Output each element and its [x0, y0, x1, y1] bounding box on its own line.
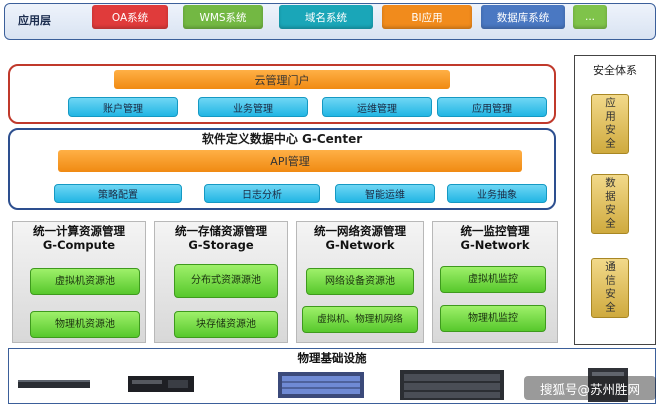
hardware-images: [18, 368, 628, 402]
network-title-cn: 统一网络资源管理: [314, 224, 406, 238]
center-log-analysis[interactable]: 日志分析: [204, 184, 320, 203]
compute-title-cn: 统一计算资源管理: [33, 224, 125, 238]
security-app[interactable]: 应用安全: [591, 94, 629, 154]
app-wms-system[interactable]: WMS系统: [183, 5, 263, 29]
portal-ops-management[interactable]: 运维管理: [322, 97, 432, 117]
storage-title-en: G-Storage: [188, 238, 254, 252]
portal-app-management[interactable]: 应用管理: [437, 97, 547, 117]
storage-title: 统一存储资源管理 G-Storage: [154, 224, 288, 252]
center-business-abstraction[interactable]: 业务抽象: [447, 184, 547, 203]
security-communication[interactable]: 通信安全: [591, 258, 629, 318]
network-title: 统一网络资源管理 G-Network: [296, 224, 424, 252]
network-vm-physical-network[interactable]: 虚拟机、物理机网络: [302, 306, 418, 333]
app-dns-system[interactable]: 域名系统: [279, 5, 373, 29]
physical-infra-title: 物理基础设施: [297, 351, 367, 365]
monitor-vm[interactable]: 虚拟机监控: [440, 266, 546, 293]
storage-distributed-pool[interactable]: 分布式资源源池: [174, 264, 278, 298]
tower-server-icon: [588, 368, 628, 402]
portal-business-management[interactable]: 业务管理: [198, 97, 308, 117]
disk-enclosure-icon: [400, 370, 504, 400]
center-smart-ops[interactable]: 智能运维: [335, 184, 435, 203]
g-center-title: 软件定义数据中心 G-Center: [201, 132, 363, 146]
storage-block-pool[interactable]: 块存储资源池: [174, 311, 278, 338]
api-management-bar[interactable]: API管理: [58, 150, 522, 172]
monitor-title-en: G-Network: [460, 238, 530, 252]
app-oa-system[interactable]: OA系统: [92, 5, 168, 29]
watermark: 搜狐号@苏州胜网: [524, 376, 656, 400]
blade-server-icon: [128, 376, 194, 392]
compute-vm-pool[interactable]: 虚拟机资源池: [30, 268, 140, 295]
compute-title: 统一计算资源管理 G-Compute: [12, 224, 146, 252]
monitor-title: 统一监控管理 G-Network: [432, 224, 558, 252]
rack-server-icon: [18, 380, 90, 388]
security-data[interactable]: 数据安全: [591, 174, 629, 234]
app-database-system[interactable]: 数据库系统: [481, 5, 565, 29]
storage-array-icon: [278, 372, 364, 398]
portal-account-management[interactable]: 账户管理: [68, 97, 178, 117]
network-title-en: G-Network: [325, 238, 395, 252]
compute-title-en: G-Compute: [42, 238, 116, 252]
compute-physical-pool[interactable]: 物理机资源池: [30, 311, 140, 338]
network-device-pool[interactable]: 网络设备资源池: [306, 268, 414, 295]
storage-title-cn: 统一存储资源管理: [175, 224, 267, 238]
monitor-physical[interactable]: 物理机监控: [440, 305, 546, 332]
center-policy-config[interactable]: 策略配置: [54, 184, 182, 203]
monitor-title-cn: 统一监控管理: [460, 224, 530, 238]
app-layer-label: 应用层: [18, 14, 51, 27]
security-title: 安全体系: [593, 64, 637, 77]
app-bi[interactable]: BI应用: [382, 5, 472, 29]
cloud-portal-title: 云管理门户: [114, 70, 450, 89]
app-more[interactable]: ...: [573, 5, 607, 29]
